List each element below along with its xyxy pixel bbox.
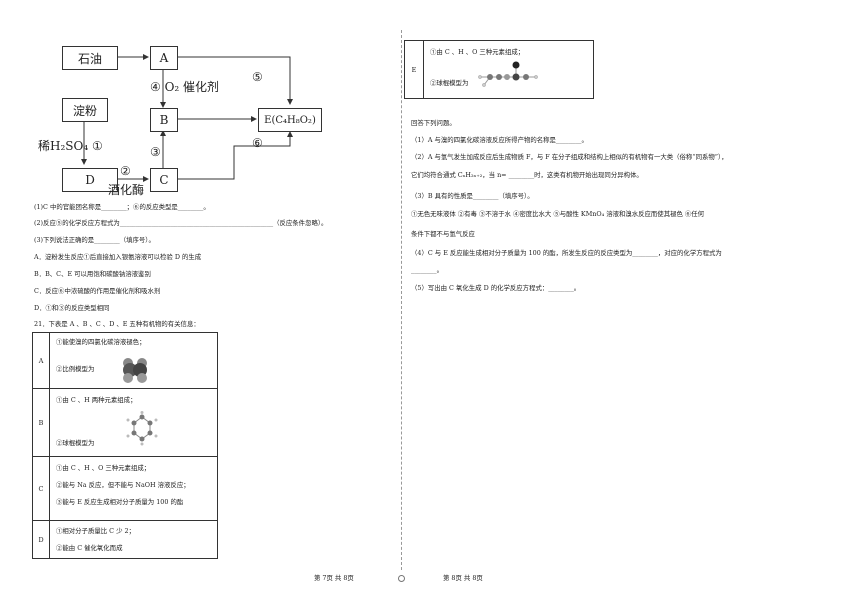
q20-option: D．①和③的反应类型相同	[34, 304, 110, 312]
label-step3: ③	[150, 145, 161, 159]
cell-line: ②比例模型为	[56, 365, 95, 373]
q20-option: B．B、C、E 可以用饱和碳酸钠溶液鉴别	[34, 270, 151, 278]
row-content: ①相对分子质量比 C 少 2； ②能由 C 催化氧化而成	[49, 520, 218, 559]
node-petroleum: 石油	[62, 46, 118, 70]
cell-line: ①由 C 、H 、O 三种元素组成；	[56, 464, 151, 472]
q21-line: 它们均符合通式 CₙH₂ₙ₊₂，当 n= ________时，这类有机物开始出现…	[411, 171, 643, 179]
node-e: E(C₄H₈O₂)	[258, 108, 322, 132]
row-content: ①能使溴的四氯化碳溶液褪色； ②比例模型为	[49, 332, 218, 389]
binding-hole-icon	[398, 575, 405, 582]
q21-line: （1）A 与溴的四氯化碳溶液反应所得产物的名称是________。	[411, 136, 588, 144]
label-step6: ⑥	[252, 136, 263, 150]
row-label: B	[32, 388, 50, 457]
row-label: D	[32, 520, 50, 559]
flow-arrows	[81, 54, 293, 182]
table-row: E ①由 C 、H 、O 三种元素组成； ②球棍模型为	[404, 40, 594, 99]
q20-option: A．淀粉发生反应①后直接加入银氨溶液可以检验 D 的生成	[34, 253, 202, 261]
q21-line: ________。	[411, 266, 443, 274]
cell-line: ②球棍模型为	[430, 79, 469, 87]
label-yeast: 酒化酶	[108, 183, 145, 197]
q21-line: （4）C 与 E 反应能生成相对分子质量为 100 的酯，所发生反应的反应类型为…	[411, 249, 722, 257]
q20-line: (3)下列说法正确的是________（填序号）。	[34, 236, 155, 244]
label-step4: ④ O₂ 催化剂	[150, 80, 220, 94]
row-content: ①由 C 、H 、O 三种元素组成； ②球棍模型为	[423, 40, 594, 99]
page-number-left: 第 7页 共 8页	[314, 574, 354, 582]
row-content: ①由 C 、H 两种元素组成； ②球棍模型为	[49, 388, 218, 457]
ester-ball-and-stick-model-image	[478, 61, 538, 87]
page-divider	[401, 30, 402, 570]
q21-line: 条件下都不与氢气反应	[411, 230, 475, 238]
info-table-left: A ①能使溴的四氯化碳溶液褪色； ②比例模型为 B ①由 C 、H 两种元素组成…	[32, 332, 218, 559]
cell-line: ①由 C 、H 两种元素组成；	[56, 396, 137, 404]
q20-option: C．反应⑥中浓硫酸的作用是催化剂和吸水剂	[34, 287, 161, 295]
cell-line: ①能使溴的四氯化碳溶液褪色；	[56, 338, 146, 346]
node-d: D	[62, 168, 118, 192]
q21-line: （2）A 与氢气发生加成反应后生成物质 F，与 F 在分子组成和结构上相似的有机…	[411, 153, 728, 161]
cell-line: ①相对分子质量比 C 少 2；	[56, 527, 135, 535]
label-step5: ⑤	[252, 70, 263, 84]
q21-line: ①无色无味液体 ②有毒 ③不溶于水 ④密度比水大 ⑤与酸性 KMnO₄ 溶液和溴…	[411, 210, 705, 218]
ball-and-stick-model-image	[126, 411, 158, 446]
row-label: C	[32, 456, 50, 521]
cell-line: ②球棍模型为	[56, 439, 95, 447]
page-number-right: 第 8页 共 8页	[443, 574, 483, 582]
label-step2: ②	[120, 164, 131, 178]
q20-line: (1)C 中的官能团名称是________；⑥的反应类型是________。	[34, 203, 210, 211]
info-table-right: E ①由 C 、H 、O 三种元素组成； ②球棍模型为	[404, 40, 594, 99]
node-b: B	[150, 108, 178, 132]
table-row: D ①相对分子质量比 C 少 2； ②能由 C 催化氧化而成	[32, 520, 218, 559]
row-content: ①由 C 、H 、O 三种元素组成； ②能与 Na 反应，但不能与 NaOH 溶…	[49, 456, 218, 521]
node-starch: 淀粉	[62, 98, 108, 122]
node-c: C	[150, 168, 178, 192]
q21-line: （5）写出由 C 氧化生成 D 的化学反应方程式：________。	[411, 284, 581, 292]
cell-line: ①由 C 、H 、O 三种元素组成；	[430, 48, 525, 56]
row-label: E	[404, 40, 424, 99]
cell-line: ②能由 C 催化氧化而成	[56, 544, 123, 552]
table-row: B ①由 C 、H 两种元素组成； ②球棍模型为	[32, 388, 218, 457]
q21-intro: 21．下表是 A 、B 、C 、D 、E 五种有机物的有关信息：	[34, 320, 200, 328]
table-row: C ①由 C 、H 、O 三种元素组成； ②能与 Na 反应，但不能与 NaOH…	[32, 456, 218, 521]
table-row: A ①能使溴的四氯化碳溶液褪色； ②比例模型为	[32, 332, 218, 389]
space-filling-model-image	[123, 358, 147, 383]
cell-line: ②能与 Na 反应，但不能与 NaOH 溶液反应；	[56, 481, 190, 489]
node-a: A	[150, 46, 178, 70]
cell-line: ③能与 E 反应生成相对分子质量为 100 的酯	[56, 498, 184, 506]
row-label: A	[32, 332, 50, 389]
q21-line: 回答下列问题。	[411, 119, 456, 127]
q20-line: (2)反应⑤的化学反应方程式为_________________________…	[34, 219, 328, 227]
label-step1: 稀H₂SO₄ ①	[38, 139, 103, 153]
q21-line: （3）B 具有的性质是________（填序号）。	[411, 192, 534, 200]
